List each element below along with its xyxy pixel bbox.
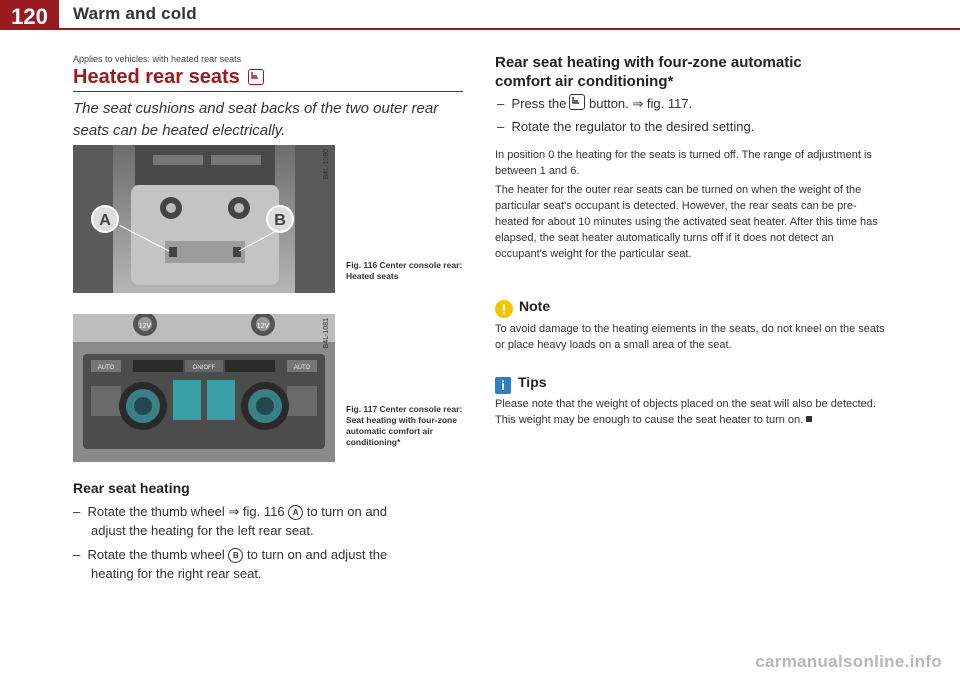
tips-info-icon: i xyxy=(495,377,511,394)
tips-text: Please note that the weight of objects p… xyxy=(495,396,885,428)
step-right-2-text: Rotate the regulator to the desired sett… xyxy=(511,119,755,134)
auto-label-right: AUTO xyxy=(294,365,311,371)
note-heading: ! Note xyxy=(495,298,550,318)
step-left-1-cont: adjust the heating for the left rear sea… xyxy=(91,523,314,538)
chapter-title: Warm and cold xyxy=(73,4,197,23)
marker-a: A xyxy=(99,212,111,229)
seat-heat-icon xyxy=(248,69,265,85)
figure-116: A B B4L-1080 xyxy=(73,145,335,293)
figure-116-caption: Fig. 116 Center console rear: Heated sea… xyxy=(346,260,463,281)
tips-text-body: Please note that the weight of objects p… xyxy=(495,398,876,426)
paragraph-range: In position 0 the heating for the seats … xyxy=(495,149,872,177)
applies-note: Applies to vehicles: with heated rear se… xyxy=(73,54,242,64)
figure-117: 12V 12V AUTO AUTO ON/OFF B4L-1081 xyxy=(73,314,335,462)
circle-a: A xyxy=(288,505,304,520)
section-title-text: Heated rear seats xyxy=(73,66,240,88)
onoff-label: ON/OFF xyxy=(193,365,216,371)
socket-12v-left: 12V xyxy=(139,323,152,330)
header-rule xyxy=(59,28,960,30)
step-right-1: – Press the button. ⇒ fig. 117. xyxy=(497,94,693,111)
step-left-2: – Rotate the thumb wheel B to turn on an… xyxy=(73,547,388,563)
right-title-line1: Rear seat heating with four-zone automat… xyxy=(495,54,802,71)
marker-b: B xyxy=(274,212,286,229)
paragraph-heater: The heater for the outer rear seats can … xyxy=(495,184,878,260)
tips-heading: i Tips xyxy=(495,374,547,394)
note-title: Note xyxy=(519,298,551,314)
step-right-1-text-b: button. ⇒ fig. 117. xyxy=(589,96,693,111)
step-left-1-text-a: Rotate the thumb wheel ⇒ fig. 116 xyxy=(87,504,289,519)
rear-seat-heating-title: Rear seat heating xyxy=(73,480,190,496)
step-left-2-text-b: to turn on and adjust the xyxy=(243,547,388,562)
step-right-1-text-a: Press the xyxy=(511,96,567,111)
step-left-1: – Rotate the thumb wheel ⇒ fig. 116 A to… xyxy=(73,504,388,520)
step-left-2-text-a: Rotate the thumb wheel xyxy=(87,547,229,562)
note-text: To avoid damage to the heating elements … xyxy=(495,323,885,351)
circle-b: B xyxy=(228,548,244,563)
figure-code: B4L-1081 xyxy=(323,318,330,349)
step-left-2-cont: heating for the right rear seat. xyxy=(91,566,262,581)
note-warning-icon: ! xyxy=(495,300,513,318)
intro-text: The seat cushions and seat backs of the … xyxy=(73,100,439,139)
auto-label-left: AUTO xyxy=(98,365,115,371)
tips-title: Tips xyxy=(518,374,547,390)
figure-code: B4L-1080 xyxy=(323,149,330,180)
step-left-1-text-b: to turn on and xyxy=(303,504,388,519)
page-number: 120 xyxy=(0,0,59,30)
right-title-line2: comfort air conditioning* xyxy=(495,73,674,90)
seat-heat-button-icon xyxy=(569,94,586,110)
watermark: carmanualsonline.info xyxy=(755,652,942,671)
end-mark-icon xyxy=(806,416,813,422)
step-right-2: – Rotate the regulator to the desired se… xyxy=(497,119,755,134)
figure-117-caption: Fig. 117 Center console rear: Seat heati… xyxy=(346,404,463,447)
socket-12v-right: 12V xyxy=(257,323,270,330)
section-title: Heated rear seats xyxy=(73,66,265,89)
section-rule xyxy=(73,91,463,92)
